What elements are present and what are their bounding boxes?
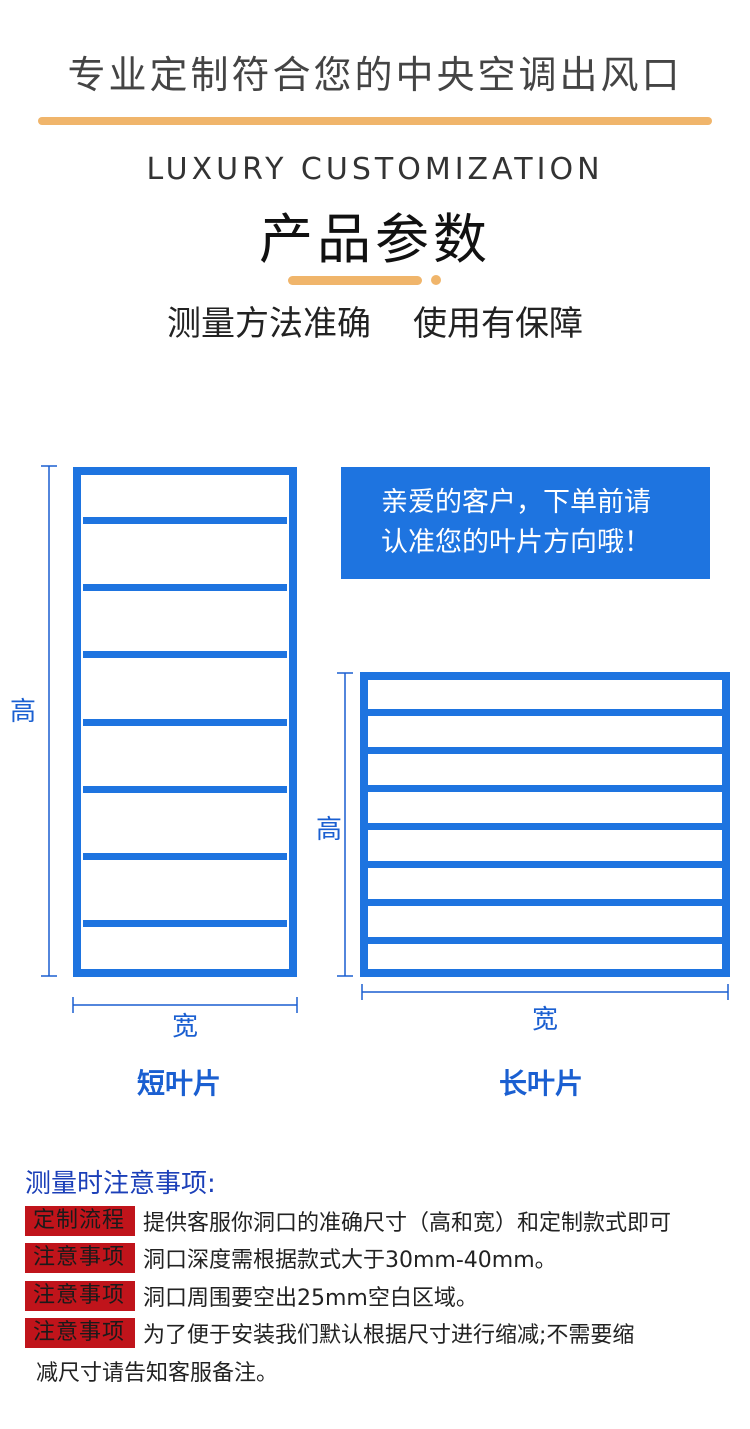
note-text: 洞口周围要空出25mm空白区域。 [143, 1286, 478, 1311]
note-continuation: 减尺寸请告知客服备注。 [36, 1361, 279, 1386]
note-text: 为了便于安装我们默认根据尺寸进行缩减;不需要缩 [143, 1323, 635, 1348]
note-text: 提供客服你洞口的准确尺寸（高和宽）和定制款式即可 [143, 1211, 672, 1236]
short-height-label: 高 [10, 697, 36, 727]
note-tag: 注意事项 [25, 1281, 135, 1311]
section-title: 产品参数 [259, 208, 491, 271]
long-slat-7 [368, 937, 722, 944]
note-row: 注意事项 为了便于安装我们默认根据尺寸进行缩减;不需要缩 [25, 1316, 634, 1350]
short-blade-diagram: 高 宽 短叶片 [10, 465, 298, 1100]
long-caption: 长叶片 [499, 1067, 583, 1100]
note-row: 定制流程 提供客服你洞口的准确尺寸（高和宽）和定制款式即可 [25, 1204, 671, 1238]
long-slat-5 [368, 861, 722, 868]
top-title: 专业定制符合您的中央空调出风口 [67, 53, 683, 97]
note-row: 注意事项 洞口周围要空出25mm空白区域。 [25, 1279, 478, 1313]
slogan-right: 使用有保障 [413, 304, 583, 344]
slogan: 测量方法准确 使用有保障 [0, 296, 750, 345]
short-slat-6 [83, 853, 287, 860]
tip-line-1: 亲爱的客户，下单前请 [381, 487, 651, 518]
note-tag: 定制流程 [25, 1206, 135, 1236]
tip-box: 亲爱的客户，下单前请 认准您的叶片方向哦！ [341, 467, 710, 579]
long-slat-6 [368, 899, 722, 906]
long-blade-diagram: 高 宽 长叶片 [316, 672, 730, 1100]
long-frame [360, 672, 730, 977]
english-title: LUXURY CUSTOMIZATION [146, 152, 604, 187]
vent-diagram: 高 宽 短叶片 高 宽 长叶片 [10, 465, 730, 1100]
long-slat-3 [368, 785, 722, 792]
note-tag: 注意事项 [25, 1243, 135, 1273]
short-slat-5 [83, 786, 287, 793]
short-frame [73, 467, 297, 977]
orange-divider [38, 117, 712, 125]
long-slat-4 [368, 823, 722, 830]
short-slat-3 [83, 651, 287, 658]
short-slat-1 [83, 517, 287, 524]
short-slat-4 [83, 719, 287, 726]
long-height-label: 高 [316, 815, 342, 845]
long-width-label: 宽 [532, 1005, 558, 1035]
title-underline-dot [431, 275, 441, 285]
long-slat-1 [368, 709, 722, 716]
short-slat-7 [83, 920, 287, 927]
short-caption: 短叶片 [137, 1067, 221, 1100]
short-slat-2 [83, 584, 287, 591]
note-row: 注意事项 洞口深度需根据款式大于30mm-40mm。 [25, 1241, 557, 1275]
title-underline [288, 276, 422, 285]
note-tag: 注意事项 [25, 1318, 135, 1348]
tip-line-2: 认准您的叶片方向哦！ [381, 527, 651, 558]
note-text: 洞口深度需根据款式大于30mm-40mm。 [143, 1248, 557, 1273]
short-width-label: 宽 [172, 1012, 198, 1042]
notes-title: 测量时注意事项: [25, 1169, 216, 1199]
slogan-left: 测量方法准确 [167, 304, 371, 344]
long-slat-2 [368, 747, 722, 754]
